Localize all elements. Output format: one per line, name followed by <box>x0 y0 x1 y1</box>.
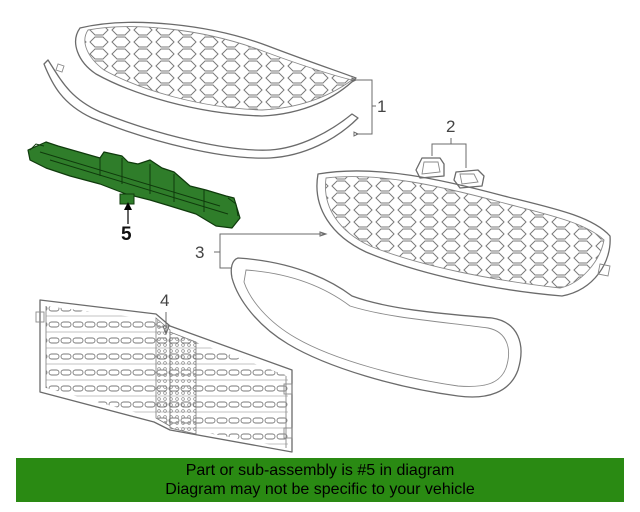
callout-2-label: 2 <box>446 117 455 136</box>
lower-grille-surround <box>230 257 522 398</box>
upper-grille <box>75 21 357 117</box>
banner-line-2: Diagram may not be specific to your vehi… <box>165 481 475 498</box>
callout-5-label: 5 <box>121 224 132 245</box>
clip-fastener-right <box>453 169 485 189</box>
grille-molding-strip <box>43 59 359 159</box>
callout-1-label: 1 <box>377 97 386 116</box>
clip-fastener-left <box>415 157 445 179</box>
grille-support-bracket-part-5 <box>27 141 241 229</box>
callout-2-leader <box>431 138 467 168</box>
callout-3-leader <box>214 231 328 269</box>
lower-grille <box>316 170 611 297</box>
callout-5-leader <box>124 202 132 224</box>
callout-1-leader <box>351 77 376 137</box>
callout-3-label: 3 <box>195 243 204 262</box>
shutter-assembly <box>35 299 293 453</box>
info-banner: Part or sub-assembly is #5 in diagram Di… <box>16 458 624 502</box>
banner-line-1: Part or sub-assembly is #5 in diagram <box>185 462 455 479</box>
callout-4-label: 4 <box>160 291 169 310</box>
callout-4-leader <box>162 312 170 336</box>
